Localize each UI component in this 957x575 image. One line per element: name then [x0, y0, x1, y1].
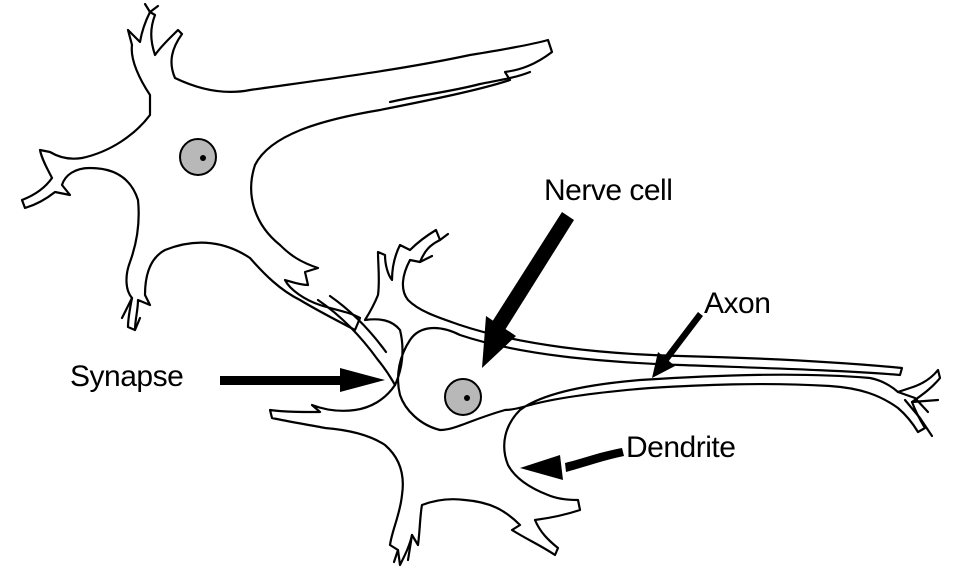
label-axon: Axon [704, 289, 770, 319]
dendrite-arrow [520, 448, 624, 480]
upper-neuron-nucleus [180, 139, 216, 175]
label-dendrite: Dendrite [626, 433, 735, 463]
upper-neuron-nucleolus [200, 155, 206, 161]
lower-neuron-nucleolus [464, 395, 470, 401]
lower-neuron-cell-body [270, 230, 940, 565]
lower-neuron-nucleus [445, 379, 481, 415]
axon-arrow [652, 312, 703, 378]
synapse-arrow [220, 368, 385, 392]
upper-neuron [22, 4, 552, 330]
upper-neuron-cell-body [22, 12, 552, 330]
lower-neuron [270, 230, 940, 565]
label-synapse: Synapse [70, 362, 183, 392]
label-nerve-cell: Nerve cell [544, 176, 672, 206]
upper-neuron-dendrite-twig-top [145, 4, 158, 12]
